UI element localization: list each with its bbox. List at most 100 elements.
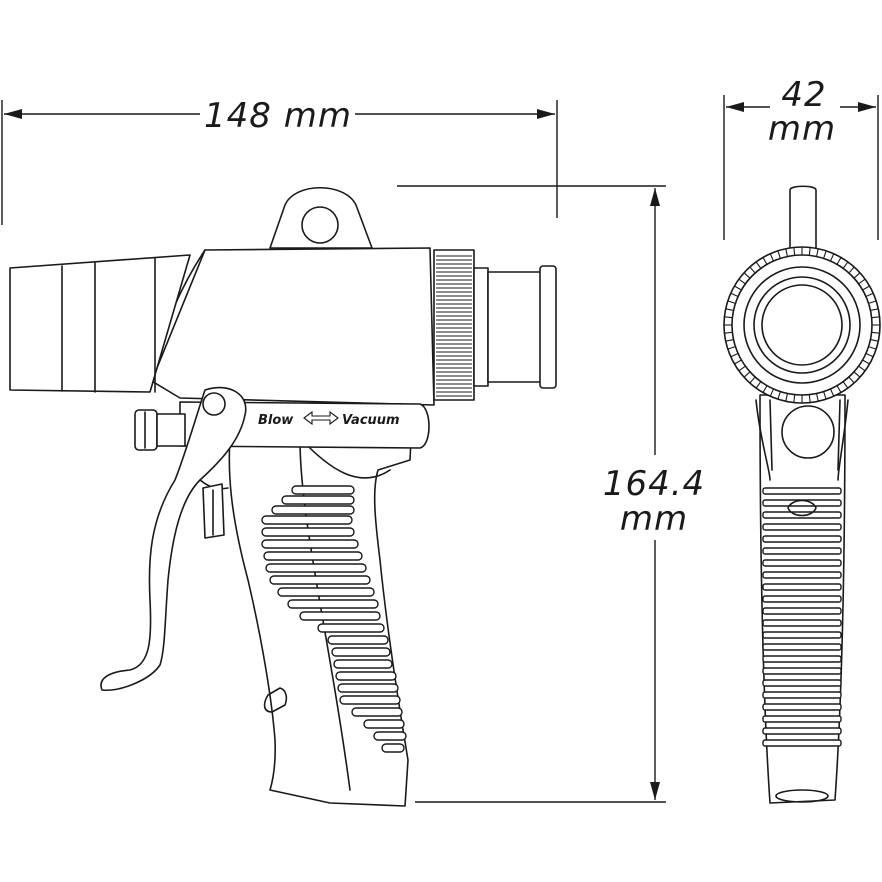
knurl-tick <box>743 371 751 378</box>
grip-rib <box>261 527 355 537</box>
trigger <box>100 386 247 691</box>
knurl-tick <box>762 257 768 265</box>
blow-vacuum-label: Blow Vacuum <box>258 410 400 428</box>
front-grip-rib <box>762 691 842 699</box>
front-grip-rib <box>762 523 842 531</box>
knurl-tick <box>829 253 835 262</box>
knurl-tick <box>862 359 870 365</box>
knurl-tick <box>725 308 734 311</box>
grip-rib <box>351 707 403 717</box>
grip-rib <box>261 539 359 549</box>
front-grip-rib <box>762 739 842 747</box>
air-inlet-nut <box>134 409 158 451</box>
knurl-tick <box>865 292 874 298</box>
knurl-tick <box>769 388 775 397</box>
knurl-tick <box>816 248 819 257</box>
dimension-length: 148 mm <box>1 96 558 225</box>
front-grip-rib <box>762 703 842 711</box>
knurl-tick <box>829 388 835 397</box>
grip-rib <box>287 599 379 609</box>
knurl-tick <box>785 248 788 257</box>
trigger-pivot <box>202 392 226 416</box>
knurl-tick <box>769 253 775 262</box>
air-inlet-fitting <box>156 413 186 447</box>
front-hanging-eye <box>789 185 817 251</box>
grip-rib <box>327 635 389 645</box>
knurl-tick <box>848 376 855 384</box>
grip-rib <box>333 659 393 669</box>
knurl-tick <box>858 278 866 285</box>
grip-rib <box>265 563 367 573</box>
nozzle-lip <box>539 265 557 389</box>
knurl-tick <box>871 316 880 319</box>
knurl-tick <box>842 381 849 389</box>
grip-rib <box>291 485 355 495</box>
knurl-tick <box>858 365 866 372</box>
knurl-tick <box>730 292 739 298</box>
nozzle-collar <box>473 267 489 387</box>
dimension-height: 164.4 mm <box>397 185 704 803</box>
front-grip-rib <box>762 631 842 639</box>
knurl-tick <box>808 394 811 403</box>
knurl-tick <box>727 300 736 304</box>
grip-rib <box>337 683 399 693</box>
nozzle <box>487 271 544 383</box>
knurl-lines <box>436 255 472 397</box>
front-grip-rib <box>762 487 842 495</box>
grip-rib <box>271 505 355 515</box>
knurl-tick <box>727 346 736 350</box>
grip-rib <box>269 575 371 585</box>
front-grip-rib <box>762 727 842 735</box>
knurl-tick <box>793 394 796 403</box>
grip-ribs <box>261 485 407 753</box>
knurl-tick <box>724 331 733 334</box>
knurl-tick <box>836 385 842 393</box>
grip-rib <box>277 587 375 597</box>
width-unit-label: mm <box>768 109 836 149</box>
front-grip-rib <box>762 619 842 627</box>
switch-label-blow: Blow <box>258 413 294 428</box>
knurl-tick <box>868 346 877 350</box>
front-grip-rib <box>762 571 842 579</box>
grip-rib <box>261 515 353 525</box>
knurl-tick <box>762 385 768 393</box>
knurl-tick <box>743 272 751 279</box>
front-grip-rib <box>762 547 842 555</box>
knurled-nut <box>433 249 475 401</box>
front-grip-rib <box>762 643 842 651</box>
front-grip-rib <box>762 607 842 615</box>
knurl-tick <box>777 391 781 400</box>
knurl-tick <box>865 352 874 358</box>
knurl-tick <box>871 331 880 334</box>
barrel-body <box>149 247 435 406</box>
knurl-tick <box>836 257 842 265</box>
grip-rib <box>331 647 391 657</box>
knurl-tick <box>842 261 849 269</box>
front-grip-rib <box>762 715 842 723</box>
dimension-width: 42 mm <box>723 75 879 240</box>
knurl-tick <box>870 308 879 311</box>
gun-side-view: Blow Vacuum <box>9 187 557 807</box>
knurl-tick <box>777 250 781 259</box>
front-grip-rib <box>762 595 842 603</box>
knurl-tick <box>862 285 870 291</box>
knurl-tick <box>755 381 762 389</box>
switch-label-vacuum: Vacuum <box>342 413 400 428</box>
grip-rib <box>317 623 385 633</box>
length-label: 148 mm <box>204 96 352 136</box>
hanging-eye <box>269 187 373 249</box>
knurl-tick <box>738 278 746 285</box>
knurl-tick <box>738 365 746 372</box>
knurl-tick <box>808 247 811 256</box>
grip-rib <box>299 611 381 621</box>
knurl-tick <box>734 285 742 291</box>
knurl-tick <box>755 261 762 269</box>
knurl-tick <box>730 352 739 358</box>
knurl-tick <box>853 371 861 378</box>
knurl-tick <box>785 393 788 402</box>
knurl-tick <box>848 266 855 274</box>
knurl-tick <box>816 393 819 402</box>
knurl-tick <box>749 376 756 384</box>
front-grip-rib <box>762 667 842 675</box>
